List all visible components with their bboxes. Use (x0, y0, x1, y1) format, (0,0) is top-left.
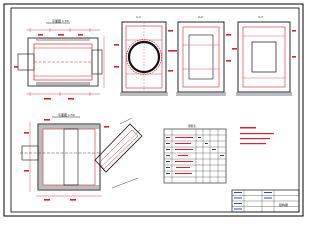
general-notes (240, 127, 274, 145)
section-2-view: 2-2 (172, 15, 231, 96)
title-block: 结构图 (231, 189, 300, 213)
cad-drawing-sheet: 平面图 1:50 1-1 (3, 3, 304, 217)
section-2-title: 2-2 (198, 15, 203, 19)
outer-border (3, 3, 304, 217)
top-plan-view: 平面图 1:50 (14, 19, 105, 100)
section-3-view: 3-3 (232, 15, 296, 96)
drawing-name: 结构图 (279, 202, 288, 207)
rebar-table-title: 钢筋表 (188, 124, 196, 128)
section-1-view: 1-1 (114, 15, 173, 96)
rebar-table: 钢筋表 (163, 124, 227, 184)
inner-border (10, 7, 300, 213)
section-3-title: 3-3 (258, 15, 263, 19)
section-1-title: 1-1 (136, 15, 141, 19)
detail-plan-title: 平面图 1:50 (58, 113, 75, 117)
top-plan-title: 平面图 1:50 (52, 19, 69, 23)
detail-plan-view: 平面图 1:50 (20, 113, 143, 201)
